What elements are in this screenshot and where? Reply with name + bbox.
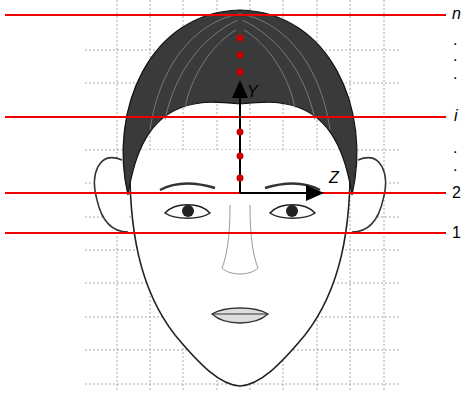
line-label: .	[453, 48, 457, 64]
line-label: n	[452, 6, 461, 22]
line-label: .	[453, 32, 457, 48]
level-lines	[5, 15, 446, 233]
line-label: .	[453, 158, 457, 174]
line-label: 1	[452, 225, 461, 241]
line-label: .	[453, 140, 457, 156]
line-label: i	[454, 108, 458, 124]
line-label: Z	[329, 170, 339, 186]
grid	[85, 0, 400, 390]
line-label: .	[453, 66, 457, 82]
line-label: 2	[452, 185, 461, 201]
line-label: Y	[247, 84, 258, 100]
